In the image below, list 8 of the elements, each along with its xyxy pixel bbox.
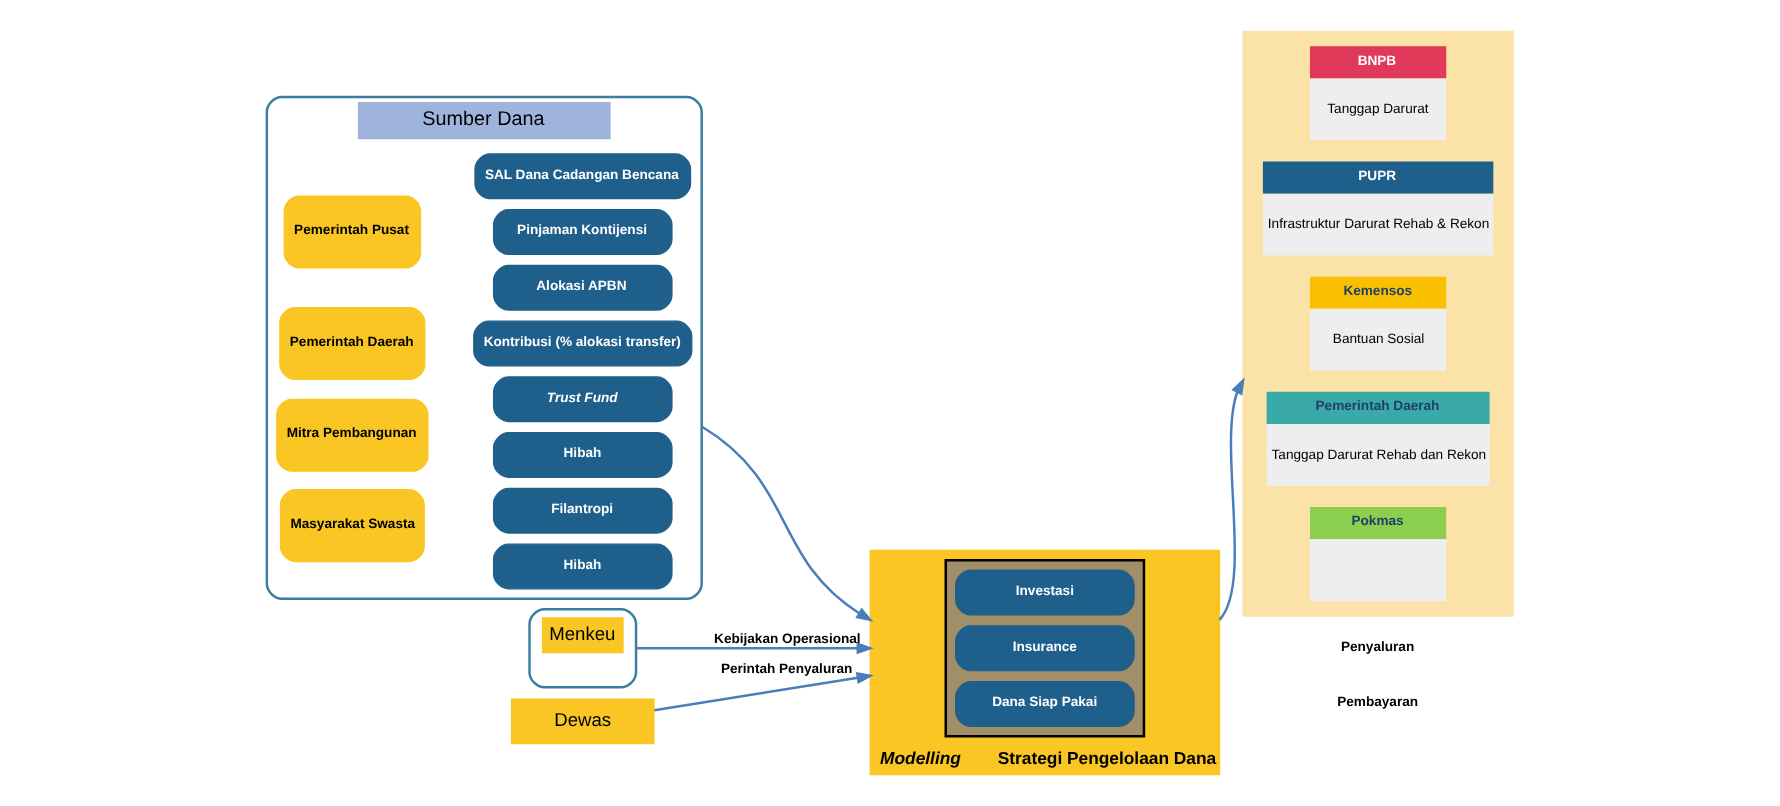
cluster: [1242, 30, 1514, 617]
arrow: [1218, 377, 1245, 621]
arrow: [701, 425, 874, 622]
node-box: Menkeu: [528, 608, 638, 689]
cluster: [944, 559, 1146, 738]
arrow: [636, 642, 874, 655]
node-box: Dewas: [510, 698, 655, 745]
arrow: [654, 672, 874, 712]
